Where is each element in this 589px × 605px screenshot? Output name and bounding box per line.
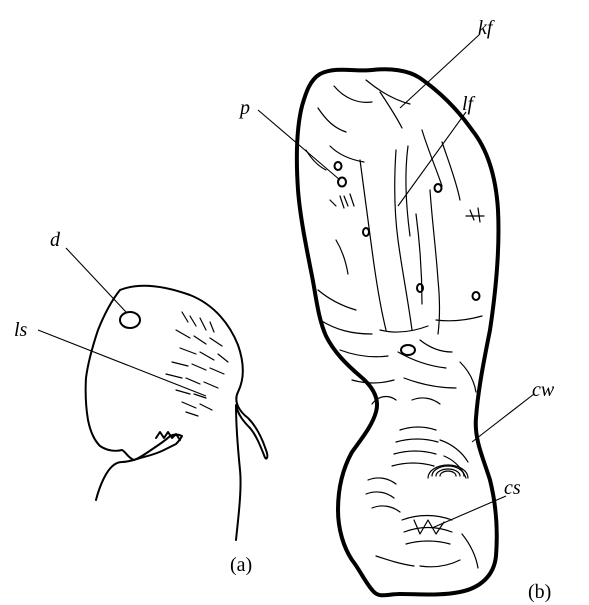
label-cw: cw xyxy=(532,379,555,401)
pore xyxy=(363,228,369,236)
pore xyxy=(435,184,442,192)
panel-a: d ls (a) xyxy=(14,229,267,576)
label-cs: cs xyxy=(504,477,521,499)
concentric-ridges xyxy=(428,465,468,478)
pore xyxy=(335,162,342,170)
leader-lf xyxy=(398,112,466,206)
label-d: d xyxy=(50,229,61,251)
caption-b: (b) xyxy=(528,581,551,603)
label-ls: ls xyxy=(14,319,28,341)
leader-cw xyxy=(472,394,534,442)
specimen-b-detail xyxy=(306,80,484,568)
striations-ls xyxy=(166,312,228,416)
leader-d xyxy=(66,248,126,312)
caption-a: (a) xyxy=(230,554,252,576)
aperture-d xyxy=(120,312,140,328)
pore xyxy=(417,284,423,292)
label-lf: lf xyxy=(462,93,476,115)
specimen-a-left-outline xyxy=(86,290,182,500)
pore xyxy=(401,345,415,355)
panel-b: kf p lf cw cs (b) xyxy=(238,17,555,603)
label-p: p xyxy=(238,97,250,119)
leader-ls xyxy=(38,330,206,396)
specimen-a-outline xyxy=(120,286,267,540)
pore xyxy=(473,292,480,300)
label-kf: kf xyxy=(478,17,495,39)
